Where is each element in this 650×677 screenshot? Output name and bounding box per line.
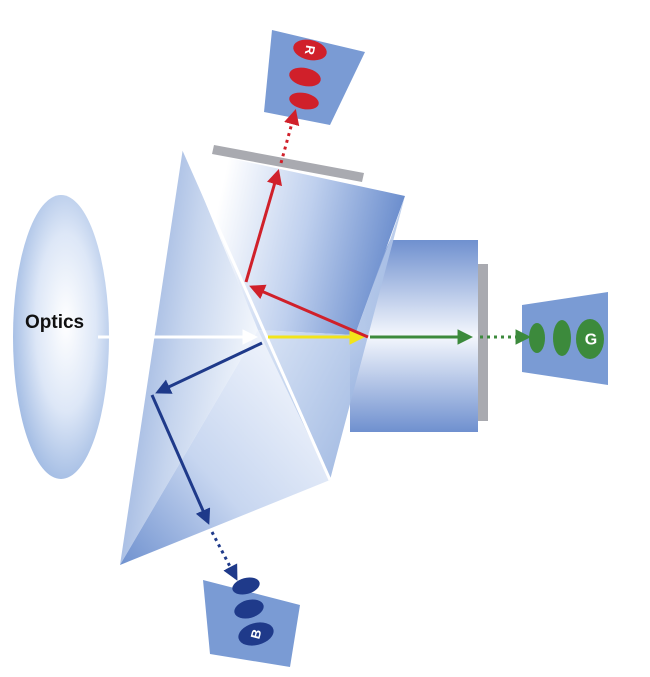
optics-label: Optics bbox=[25, 312, 84, 333]
green-channel-label: G bbox=[585, 332, 597, 349]
red-sensor-dot-1 bbox=[293, 39, 327, 61]
green-sensor-dot-1 bbox=[529, 323, 545, 353]
green-sensor-dot-3 bbox=[576, 319, 604, 359]
red-beam-reflect-1 bbox=[249, 284, 369, 339]
blue-sensor bbox=[203, 580, 300, 667]
prism-left-face bbox=[120, 148, 258, 565]
red-filter-coating bbox=[212, 145, 364, 182]
red-beam-dotted-arrow bbox=[279, 108, 300, 164]
green-sensor-dot-2 bbox=[553, 320, 571, 356]
blue-beam-dotted-arrow bbox=[210, 531, 238, 581]
blue-beam-reflect-2 bbox=[150, 394, 211, 525]
blue-channel-label: B bbox=[248, 628, 265, 641]
optics-lens bbox=[13, 195, 109, 479]
blue-beam-reflect-1 bbox=[155, 341, 263, 394]
prism-bottom-face bbox=[120, 330, 330, 565]
blue-sensor-dot-1 bbox=[232, 577, 260, 595]
blue-sensor-dot-2 bbox=[234, 599, 264, 619]
prism-top-face bbox=[183, 148, 405, 335]
red-sensor-dot-3 bbox=[289, 92, 319, 110]
red-channel-label: R bbox=[302, 44, 319, 56]
blue-sensor-dot-3 bbox=[238, 622, 274, 646]
dichroic-seam bbox=[181, 147, 332, 481]
red-beam-reflect-2 bbox=[244, 169, 283, 283]
red-sensor-dot-2 bbox=[289, 67, 321, 87]
green-filter-coating bbox=[478, 264, 488, 421]
